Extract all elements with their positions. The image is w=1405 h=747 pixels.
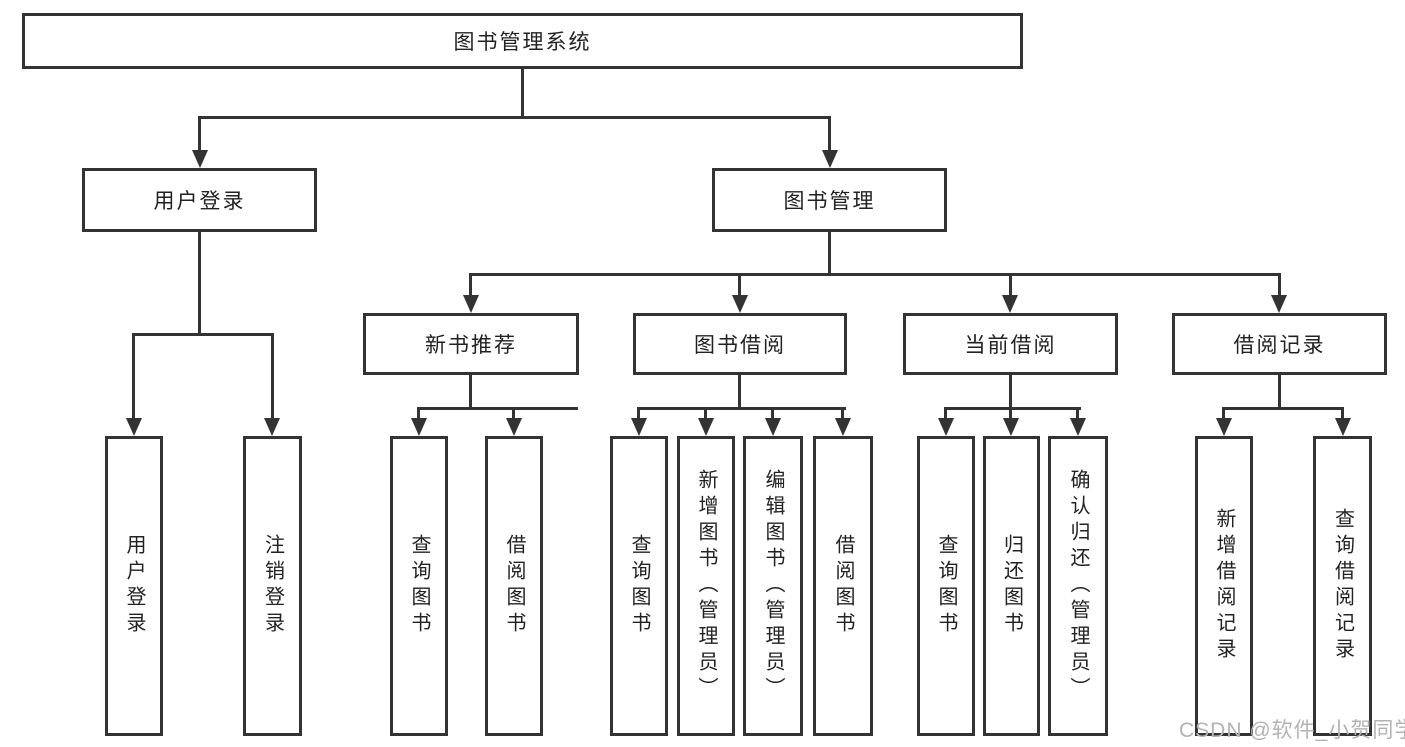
- leaf-query-books-recommend: 查询图书: [390, 436, 448, 736]
- arrow-down-icon: [698, 418, 714, 436]
- node-book-borrow: 图书借阅: [633, 313, 847, 375]
- connector-line: [1278, 375, 1281, 410]
- arrow-down-icon: [835, 418, 851, 436]
- connector-line: [469, 273, 472, 297]
- leaf-add-borrow-record: 新增借阅记录: [1195, 436, 1253, 736]
- arrow-down-icon: [264, 418, 280, 436]
- leaf-query-books-borrow: 查询图书: [610, 436, 668, 736]
- arrow-down-icon: [822, 150, 838, 168]
- arrow-down-icon: [126, 418, 142, 436]
- arrow-down-icon: [411, 418, 427, 436]
- leaf-query-borrow-record: 查询借阅记录: [1313, 436, 1372, 736]
- leaf-label: 新增图书（管理员）: [695, 469, 717, 703]
- node-current-borrow: 当前借阅: [903, 313, 1118, 375]
- leaf-query-books-current: 查询图书: [917, 436, 975, 736]
- node-label: 新书推荐: [425, 334, 517, 357]
- leaf-borrow-books-recommend: 借阅图书: [485, 436, 543, 736]
- arrow-down-icon: [1070, 418, 1086, 436]
- connector-line: [637, 407, 846, 410]
- leaf-return-books: 归还图书: [983, 436, 1040, 736]
- arrow-down-icon: [463, 295, 479, 313]
- arrow-down-icon: [1216, 418, 1232, 436]
- connector-line: [1278, 273, 1281, 297]
- leaf-confirm-return-admin: 确认归还（管理员）: [1048, 436, 1108, 736]
- csdn-watermark: CSDN @软件_小贺同学: [1179, 719, 1405, 742]
- node-new-book-recommend: 新书推荐: [363, 313, 579, 375]
- leaf-label: 用户登录: [123, 534, 145, 638]
- connector-line: [828, 232, 831, 276]
- leaf-logout: 注销登录: [243, 436, 302, 736]
- connector-line: [841, 407, 844, 420]
- node-user-login-branch: 用户登录: [82, 168, 317, 232]
- leaf-edit-books-admin: 编辑图书（管理员）: [743, 436, 803, 736]
- node-label: 用户登录: [153, 190, 246, 213]
- connector-line: [944, 407, 947, 420]
- arrow-down-icon: [506, 418, 522, 436]
- leaf-label: 确认归还（管理员）: [1067, 469, 1089, 703]
- node-borrow-record: 借阅记录: [1172, 313, 1387, 375]
- arrow-down-icon: [1335, 418, 1351, 436]
- leaf-label: 归还图书: [1000, 534, 1023, 638]
- connector-line: [469, 273, 1281, 276]
- node-label: 借阅记录: [1233, 334, 1326, 357]
- arrow-down-icon: [631, 418, 647, 436]
- leaf-label: 注销登录: [261, 534, 284, 638]
- leaf-user-login: 用户登录: [105, 436, 163, 736]
- connector-line: [512, 407, 515, 420]
- connector-line: [704, 407, 707, 420]
- node-library-management-system: 图书管理系统: [22, 13, 1023, 69]
- leaf-add-books-admin: 新增图书（管理员）: [677, 436, 735, 736]
- connector-line: [1222, 407, 1225, 420]
- leaf-label: 查询图书: [935, 534, 957, 638]
- node-book-management-branch: 图书管理: [712, 168, 947, 232]
- node-label: 图书借阅: [694, 334, 786, 357]
- connector-line: [1076, 407, 1079, 420]
- connector-line: [417, 407, 578, 410]
- connector-line: [771, 407, 774, 420]
- connector-line: [132, 333, 135, 418]
- leaf-label: 查询图书: [408, 534, 430, 638]
- connector-line: [944, 407, 1081, 410]
- arrow-down-icon: [192, 150, 208, 168]
- connector-line: [1009, 407, 1012, 420]
- leaf-label: 借阅图书: [832, 534, 854, 638]
- connector-line: [637, 407, 640, 420]
- arrow-down-icon: [765, 418, 781, 436]
- arrow-down-icon: [938, 418, 954, 436]
- connector-line: [417, 407, 420, 420]
- arrow-down-icon: [1271, 295, 1287, 313]
- connector-line: [1222, 407, 1344, 410]
- arrow-down-icon: [1002, 295, 1018, 313]
- leaf-borrow-books: 借阅图书: [813, 436, 873, 736]
- arrow-down-icon: [1003, 418, 1019, 436]
- connector-line: [469, 375, 472, 410]
- arrow-down-icon: [732, 295, 748, 313]
- connector-line: [198, 232, 201, 336]
- connector-line: [738, 273, 741, 297]
- connector-line: [1341, 407, 1344, 420]
- connector-line: [271, 333, 274, 418]
- connector-line: [1009, 375, 1012, 410]
- leaf-label: 新增借阅记录: [1213, 508, 1235, 664]
- node-label: 图书管理: [783, 190, 876, 213]
- connector-line: [198, 116, 831, 119]
- leaf-label: 查询图书: [628, 534, 650, 638]
- node-label: 当前借阅: [964, 334, 1057, 357]
- connector-line: [1009, 273, 1012, 297]
- connector-line: [738, 375, 741, 410]
- node-label: 图书管理系统: [453, 31, 592, 54]
- leaf-label: 编辑图书（管理员）: [762, 469, 784, 703]
- connector-line: [521, 69, 524, 119]
- connector-line: [828, 116, 831, 152]
- leaf-label: 借阅图书: [503, 534, 525, 638]
- connector-line: [132, 333, 274, 336]
- leaf-label: 查询借阅记录: [1331, 508, 1354, 664]
- connector-line: [198, 116, 201, 152]
